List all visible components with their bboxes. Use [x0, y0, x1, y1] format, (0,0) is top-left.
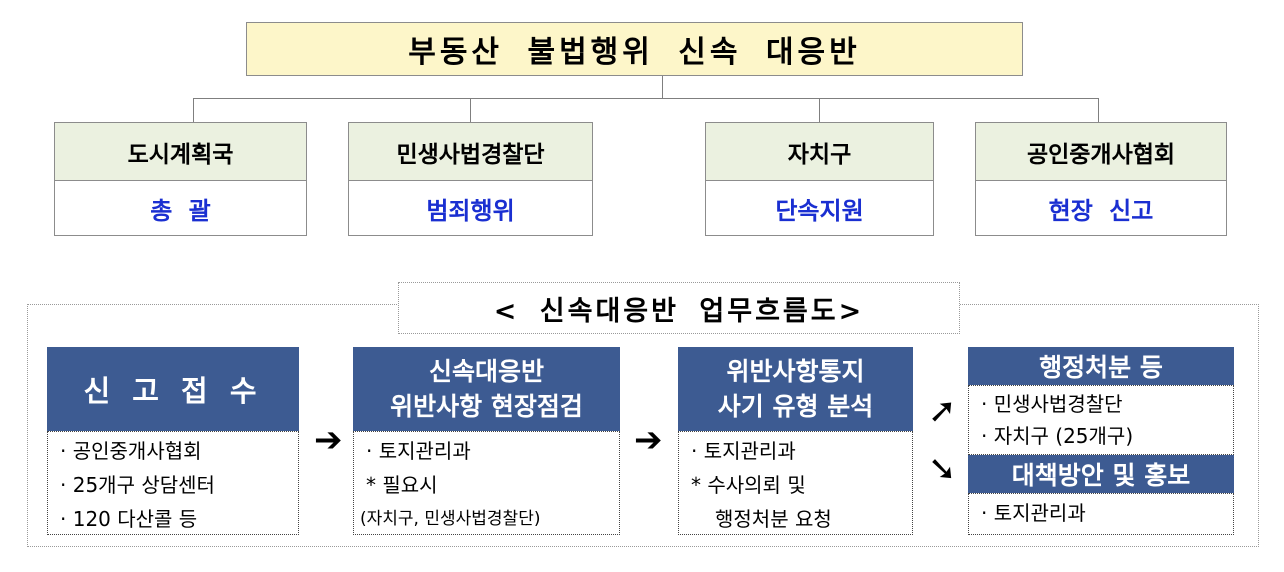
org-box-district: 자치구 단속지원 — [705, 122, 934, 236]
step-3-header-line-2: 사기 유형 분석 — [717, 392, 874, 421]
org-role: 현장 신고 — [1048, 197, 1154, 225]
outcome-1-list: · 민생사법경찰단 · 자치구 (25개구) — [968, 385, 1234, 455]
step-2-header: 신속대응반 위반사항 현장점검 — [353, 347, 620, 431]
org-box-urban-planning: 도시계획국 총 괄 — [54, 122, 307, 236]
connector-vertical-main — [662, 76, 663, 98]
connector-horizontal — [193, 98, 1099, 99]
list-item: (자치구, 민생사법경찰단) — [360, 509, 541, 529]
list-item: · 토지관리과 — [691, 439, 796, 463]
outcome-2-header: 대책방안 및 홍보 — [968, 455, 1234, 493]
org-name: 공인중개사협회 — [976, 123, 1226, 181]
list-item: · 토지관리과 — [366, 439, 471, 463]
arrow-down-right-icon: ➘ — [928, 449, 957, 489]
step-1-header: 신 고 접 수 — [47, 347, 299, 431]
outcome-2-header-text: 대책방안 및 홍보 — [1011, 461, 1191, 490]
flow-title: < 신속대응반 업무흐름도> — [398, 282, 960, 334]
step-2-header-line-1: 신속대응반 — [428, 357, 544, 386]
list-item: 행정처분 요청 — [715, 507, 832, 531]
step-1-list: · 공인중개사협회 · 25개구 상담센터 · 120 다산콜 등 — [47, 431, 299, 535]
step-2-list: · 토지관리과 * 필요시 (자치구, 민생사법경찰단) — [353, 431, 620, 535]
arrow-right-icon: ➔ — [314, 420, 343, 460]
connector-drop-2 — [470, 98, 471, 122]
list-item: · 토지관리과 — [981, 501, 1086, 525]
org-role: 범죄행위 — [426, 197, 515, 225]
org-box-special-police: 민생사법경찰단 범죄행위 — [348, 122, 593, 236]
org-name: 민생사법경찰단 — [349, 123, 592, 181]
org-role: 단속지원 — [775, 197, 864, 225]
arrow-up-right-icon: ➚ — [928, 391, 957, 431]
connector-drop-1 — [193, 98, 194, 122]
step-1-header-line: 신 고 접 수 — [83, 374, 263, 408]
list-item: · 120 다산콜 등 — [60, 507, 198, 531]
arrow-right-icon: ➔ — [634, 420, 663, 460]
outcome-2-list: · 토지관리과 — [968, 493, 1234, 535]
step-3-header-line-1: 위반사항통지 — [726, 357, 865, 386]
org-name: 도시계획국 — [55, 123, 306, 181]
step-3-list: · 토지관리과 * 수사의뢰 및 행정처분 요청 — [678, 431, 913, 535]
org-chart-title: 부동산 불법행위 신속 대응반 — [246, 22, 1023, 76]
connector-drop-4 — [1098, 98, 1099, 122]
list-item: · 공인중개사협회 — [60, 439, 202, 463]
list-item: · 민생사법경찰단 — [981, 392, 1123, 416]
list-item: · 25개구 상담센터 — [60, 473, 215, 497]
org-name: 자치구 — [706, 123, 933, 181]
list-item: * 필요시 — [366, 473, 438, 497]
step-3-header: 위반사항통지 사기 유형 분석 — [678, 347, 913, 431]
connector-drop-3 — [819, 98, 820, 122]
list-item: * 수사의뢰 및 — [691, 473, 806, 497]
outcome-1-header: 행정처분 등 — [968, 347, 1234, 385]
list-item: · 자치구 (25개구) — [981, 424, 1134, 448]
org-role: 총 괄 — [150, 197, 211, 225]
step-2-header-line-2: 위반사항 현장점검 — [390, 392, 583, 421]
org-box-realtor-association: 공인중개사협회 현장 신고 — [975, 122, 1227, 236]
outcome-1-header-text: 행정처분 등 — [1039, 353, 1163, 382]
